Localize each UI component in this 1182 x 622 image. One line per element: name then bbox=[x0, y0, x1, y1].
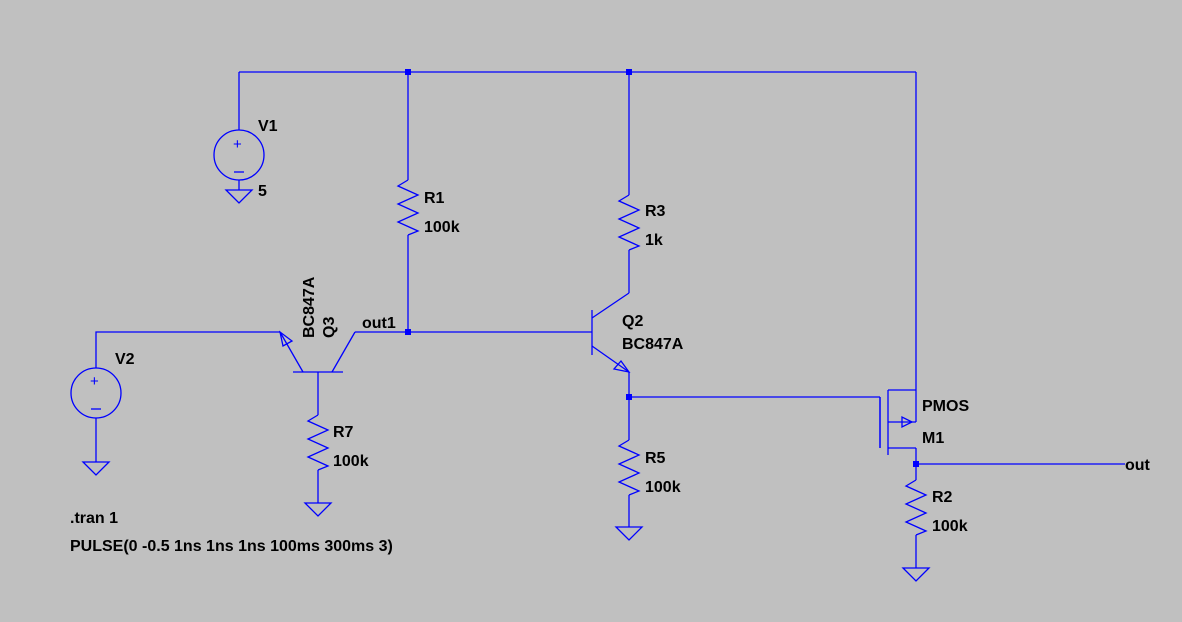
ground-icon bbox=[901, 567, 931, 582]
junction-dot bbox=[626, 394, 632, 400]
resistor-r5[interactable] bbox=[614, 439, 644, 541]
r5-value: 100k bbox=[645, 479, 681, 496]
v1-value: 5 bbox=[258, 183, 267, 200]
ground-icon bbox=[81, 461, 111, 476]
r2-name: R2 bbox=[932, 489, 953, 506]
emitter-lead bbox=[591, 345, 630, 373]
wire-v2-to-q3 bbox=[95, 331, 280, 368]
collector-lead bbox=[331, 331, 356, 373]
r5-name: R5 bbox=[645, 450, 666, 467]
plus-sign: + bbox=[233, 136, 242, 153]
m1-name: M1 bbox=[922, 430, 944, 447]
resistor-zigzag bbox=[904, 479, 928, 536]
q3-model: BC847A bbox=[301, 276, 318, 338]
emitter-arrow-icon bbox=[612, 359, 631, 373]
transistor-q2[interactable] bbox=[591, 292, 631, 373]
junction-dot bbox=[405, 69, 411, 75]
q3-name: Q3 bbox=[321, 317, 338, 338]
voltage-source-v2[interactable]: + bbox=[70, 367, 122, 476]
resistor-zigzag bbox=[617, 439, 641, 496]
resistor-r2[interactable] bbox=[901, 479, 931, 582]
emitter-arrow-icon bbox=[279, 330, 294, 347]
junction-dot bbox=[405, 329, 411, 335]
net-label-out1: out1 bbox=[362, 315, 396, 332]
resistor-zigzag bbox=[617, 194, 641, 251]
body-arrow-icon bbox=[901, 415, 914, 429]
r2-value: 100k bbox=[932, 518, 968, 535]
resistor-r1[interactable] bbox=[396, 179, 420, 236]
emitter-lead bbox=[279, 331, 304, 373]
v1-name: V1 bbox=[258, 118, 278, 135]
ground-icon bbox=[303, 502, 333, 517]
r3-value: 1k bbox=[645, 232, 663, 249]
resistor-r7[interactable] bbox=[303, 414, 333, 517]
voltage-source-symbol bbox=[213, 129, 265, 181]
v2-name: V2 bbox=[115, 351, 135, 368]
r3-name: R3 bbox=[645, 203, 666, 220]
voltage-source-v1[interactable]: + bbox=[213, 129, 265, 204]
junctions bbox=[405, 69, 919, 467]
plus-sign: + bbox=[90, 373, 99, 390]
q2-model: BC847A bbox=[622, 336, 684, 353]
resistor-zigzag bbox=[306, 414, 330, 471]
r7-value: 100k bbox=[333, 453, 369, 470]
tran-directive[interactable]: .tran 1 bbox=[70, 510, 118, 527]
ground-icon bbox=[614, 526, 644, 541]
transistor-q3[interactable] bbox=[279, 330, 356, 373]
net-label-out: out bbox=[1125, 457, 1151, 474]
q2-name: Q2 bbox=[622, 313, 643, 330]
r1-value: 100k bbox=[424, 219, 460, 236]
r1-name: R1 bbox=[424, 190, 445, 207]
ground-icon bbox=[224, 189, 254, 204]
r7-name: R7 bbox=[333, 424, 354, 441]
m1-model: PMOS bbox=[922, 398, 969, 415]
resistor-r3[interactable] bbox=[617, 194, 641, 251]
transistor-m1[interactable] bbox=[879, 389, 917, 455]
wires bbox=[95, 71, 1125, 568]
resistor-zigzag bbox=[396, 179, 420, 236]
junction-dot bbox=[626, 69, 632, 75]
junction-dot bbox=[913, 461, 919, 467]
collector-lead bbox=[591, 292, 630, 319]
voltage-source-symbol bbox=[70, 367, 122, 419]
pulse-directive[interactable]: PULSE(0 -0.5 1ns 1ns 1ns 100ms 300ms 3) bbox=[70, 538, 393, 555]
